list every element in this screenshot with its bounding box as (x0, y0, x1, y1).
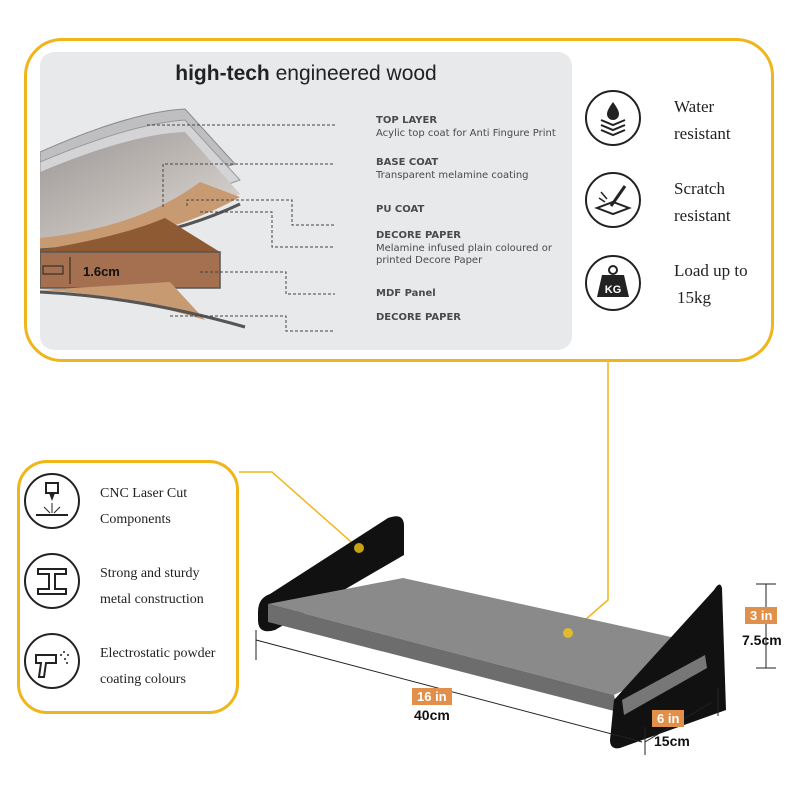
layer-title: DECORE PAPER (376, 312, 461, 323)
layer-pu-coat: PU COAT (376, 204, 424, 217)
height-cm: 7.5cm (742, 632, 782, 648)
decore-paper-bottom (40, 282, 205, 320)
feature-scratch-resistant: Scratch resistant (674, 175, 731, 229)
layer-desc: Melamine infused plain coloured or print… (376, 242, 552, 267)
feature-load-capacity: Load up to 15kg (674, 257, 748, 311)
steel-beam-icon (24, 553, 80, 609)
feature-line2: 15kg (677, 288, 711, 307)
decore-paper-top (40, 182, 240, 250)
layer-title: BASE COAT (376, 157, 439, 168)
feature-water-resistant: Water resistant (674, 93, 731, 147)
shelf-top (268, 578, 712, 695)
engineered-wood-callout (24, 38, 774, 362)
right-bracket (610, 584, 726, 749)
laser-cut-icon (24, 473, 80, 529)
kg-text: KG (605, 284, 622, 296)
feature-line2: coating colours (100, 672, 186, 687)
spray-gun-icon (24, 633, 80, 689)
water-drop-icon (585, 90, 641, 146)
depth-cm: 15cm (654, 733, 690, 749)
layer-desc: Acylic top coat for Anti Fingure Print (376, 127, 556, 139)
shelf-front (268, 604, 618, 712)
mdf-top-face (40, 218, 220, 252)
length-in-tag: 16 in (412, 688, 452, 705)
feature-line2: Components (100, 512, 171, 527)
feature-line2: resistant (674, 206, 731, 225)
diagram-title: high-tech engineered wood (40, 62, 572, 86)
connector-line (239, 471, 359, 549)
feature-line1: Electrostatic powder (100, 646, 216, 661)
feature-line1: Load up to (674, 261, 748, 280)
layer-mdf-panel: MDF Panel (376, 288, 436, 301)
connector-line (569, 362, 609, 634)
layer-title: TOP LAYER (376, 115, 438, 126)
layer-title: MDF Panel (376, 288, 436, 299)
title-rest: engineered wood (269, 62, 437, 85)
feature-line2: metal construction (100, 592, 204, 607)
feature-line1: Scratch (674, 179, 725, 198)
height-in-tag: 3 in (745, 607, 778, 624)
feature-line1: CNC Laser Cut (100, 486, 188, 501)
feature-sturdy-metal: Strong and sturdy metal construction (100, 561, 204, 613)
length-cm: 40cm (414, 707, 450, 723)
layer-title: DECORE PAPER (376, 230, 461, 241)
layer-diagram-panel: high-tech engineered wood 1.6cm (40, 52, 572, 350)
layer-title: PU COAT (376, 204, 425, 215)
feature-line1: Water (674, 97, 715, 116)
layer-illustration: 1.6cm (40, 108, 335, 332)
metal-features-callout (17, 460, 239, 714)
thickness-label: 1.6cm (83, 264, 120, 279)
weight-kg-icon: KG (585, 255, 641, 311)
title-bold: high-tech (175, 62, 270, 85)
depth-in-tag: 6 in (652, 710, 685, 727)
scratch-icon (585, 172, 641, 228)
feature-powder-coating: Electrostatic powder coating colours (100, 641, 215, 693)
pu-coat-sheet (40, 132, 240, 238)
layer-decore-paper-bottom: DECORE PAPER (376, 312, 461, 325)
layer-desc: Transparent melamine coating (376, 169, 529, 181)
feature-line2: resistant (674, 124, 731, 143)
feature-line1: Strong and sturdy (100, 566, 200, 581)
